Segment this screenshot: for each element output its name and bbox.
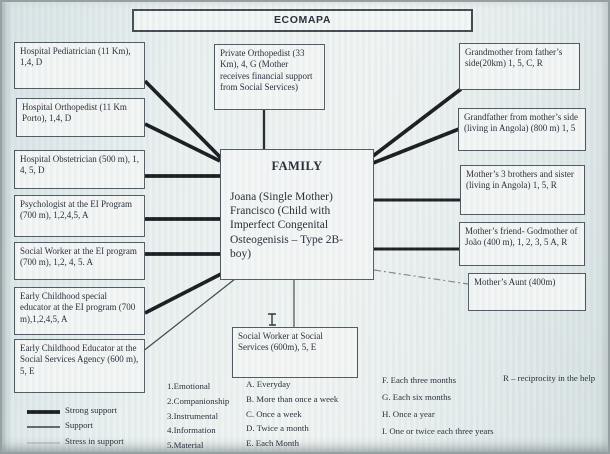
node-mothers-aunt: Mother’s Aunt (400m) bbox=[468, 273, 586, 311]
line-family-grandmother bbox=[371, 87, 463, 158]
line-family-hospital-pediatrician bbox=[143, 79, 223, 160]
node-psychologist-ei-program: Psychologist at the EI Program (700 m), … bbox=[14, 195, 145, 237]
text-cursor-artifact bbox=[268, 313, 276, 326]
node-early-childhood-special-educator: Early Childhood special educator at the … bbox=[14, 287, 145, 335]
frequency-code-item: A. Everyday bbox=[246, 379, 291, 389]
support-type-item: 1.Emotional bbox=[167, 381, 211, 391]
node-social-worker-ei-program: Social Worker at the EI program (700 m),… bbox=[14, 242, 145, 280]
support-type-item: 2.Companionship bbox=[167, 395, 230, 406]
support-type-item: 3.Instrumental bbox=[167, 410, 219, 421]
frequency-code-item: C. Once a week bbox=[246, 408, 302, 419]
node-mothers-brothers-and-sister: Mother’s 3 brothers and sister (living i… bbox=[460, 165, 585, 215]
node-private-orthopedist: Private Orthopedist (33 Km), 4, G (Mothe… bbox=[214, 44, 325, 110]
node-mothers-friend-godmother: Mother’s friend- Godmother of João (400 … bbox=[459, 222, 585, 266]
support-type-item: 4.Information bbox=[167, 425, 216, 436]
frequency-codes-a-e-list: A. Everyday B. More than once a week C. … bbox=[246, 379, 339, 452]
family-members: Joana (Single Mother) Francisco (Child w… bbox=[230, 190, 344, 261]
support-types-list: 1.Emotional 2.Companionship 3.Instrument… bbox=[167, 381, 230, 452]
node-family: FAMILY Joana (Single Mother) Francisco (… bbox=[220, 149, 374, 280]
diagram-title: ECOMAPA bbox=[273, 14, 332, 26]
node-grandmother-fathers-side: Grandmother from father’s side(20km) 1, … bbox=[459, 43, 580, 90]
reciprocity-note: R – reciprocity in the help bbox=[503, 373, 596, 383]
frequency-code-item: E. Each Month bbox=[246, 438, 300, 449]
legend-support-label: Support bbox=[65, 420, 93, 430]
line-family-hospital-orthopedist bbox=[144, 122, 221, 163]
legend-strong-support-label: Strong support bbox=[65, 405, 118, 415]
node-hospital-pediatrician: Hospital Pediatrician (11 Km), 1,4, D bbox=[14, 42, 145, 89]
support-type-item: 5.Material bbox=[167, 440, 204, 451]
line-family-grandfather bbox=[372, 127, 460, 165]
node-hospital-obstetrician: Hospital Obstetrician (500 m), 1, 4, 5, … bbox=[14, 150, 145, 189]
line-family-ec-special-educator bbox=[144, 272, 222, 315]
node-social-worker-social-services: Social Worker at Social Services (600m),… bbox=[232, 327, 358, 378]
diagram-title-box: ECOMAPA bbox=[132, 9, 473, 32]
frequency-code-item: I. One or twice each three years bbox=[382, 425, 494, 436]
frequency-code-item: F. Each three months bbox=[382, 375, 457, 385]
legend-stress-support-label: Stress in support bbox=[65, 436, 124, 446]
node-early-childhood-educator-ssa: Early Childhood Educator at the Social S… bbox=[14, 339, 145, 393]
frequency-code-item: G. Each six months bbox=[382, 391, 451, 402]
line-family-ec-educator-ssa bbox=[141, 278, 236, 353]
node-hospital-orthopedist: Hospital Orthopedist (11 Km Porto), 1,4,… bbox=[16, 98, 145, 137]
frequency-code-item: B. More than once a week bbox=[246, 393, 339, 404]
frequency-codes-f-i-list: F. Each three months G. Each six months … bbox=[382, 375, 494, 443]
line-family-mothers-aunt bbox=[373, 269, 469, 285]
node-grandfather-mothers-side: Grandfather from mother’s side (living i… bbox=[458, 108, 586, 151]
family-title: FAMILY bbox=[271, 159, 323, 173]
frequency-code-item: H. Once a year bbox=[382, 408, 435, 419]
frequency-code-item: D. Twice a month bbox=[246, 423, 309, 434]
